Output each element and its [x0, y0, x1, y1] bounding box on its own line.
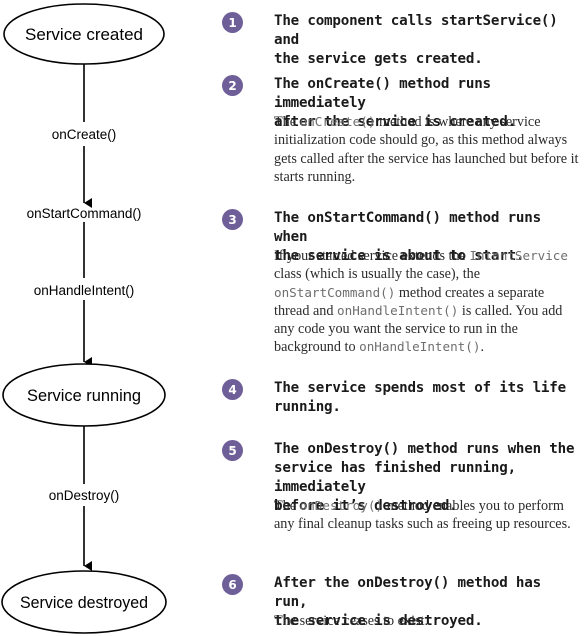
step-2-code: onCreate(): [299, 114, 376, 129]
step-3-text: method creates a separate thread and: [274, 284, 545, 319]
step-6-text: The service ceases to exist.: [274, 613, 429, 629]
state-created-ellipse: [3, 3, 165, 65]
state-created-label: Service created: [25, 25, 143, 44]
method-oncreate-label: onCreate(): [52, 127, 117, 142]
step-5-text: method enables you to perform any final …: [274, 498, 571, 533]
step-3-heading: The onStartCommand() method runs when th…: [274, 210, 541, 264]
state-destroyed-ellipse: [1, 570, 167, 634]
step-1-heading: The component calls startService() and t…: [274, 13, 558, 67]
step-6-heading: After the onDestroy() method has run, th…: [274, 575, 541, 629]
lifecycle-diagram: Service created Service running Service …: [1, 3, 167, 634]
step-2-text: method is where any service initializati…: [274, 114, 579, 185]
step-1-number-badge: 1: [222, 12, 243, 33]
step-3-code: onHandleIntent(): [337, 302, 459, 318]
step-5-text: The: [274, 498, 300, 514]
step-3-text: If your started service extends the: [274, 248, 470, 264]
step-6-number-badge: 6: [222, 574, 243, 595]
step-6-description: The service ceases to exist.: [274, 612, 582, 630]
method-ondestroy-label: onDestroy(): [49, 488, 120, 503]
step-5-description: The onDestroy() method enables you to pe…: [274, 497, 582, 534]
step-3-description: If your started service extends the Inte…: [274, 247, 582, 357]
step-3-number-badge: 3: [222, 209, 243, 230]
step-2-description: The onCreate() method is where any servi…: [274, 113, 582, 186]
step-3-text: is called. You add any code you want the…: [274, 302, 563, 356]
step-2-number-badge: 2: [222, 75, 243, 96]
state-destroyed-label: Service destroyed: [20, 593, 148, 612]
method-onhandleintent-label: onHandleIntent(): [34, 283, 135, 298]
step-5-code: onDestroy(): [299, 498, 384, 513]
step-3-code: onStartCommand(): [274, 284, 396, 300]
step-4-heading: The service spends most of its life runn…: [274, 380, 566, 415]
step-3-code: onHandleIntent(): [359, 339, 481, 355]
step-3-text: .: [480, 339, 484, 356]
state-running-ellipse: [2, 363, 166, 427]
method-onstartcommand-label: onStartCommand(): [27, 206, 142, 221]
step-4-number-badge: 4: [222, 379, 243, 400]
state-running-label: Service running: [27, 386, 141, 405]
step-5-number-badge: 5: [222, 440, 243, 461]
step-2-text: The: [274, 114, 300, 130]
step-5-heading: The onDestroy() method runs when the ser…: [274, 441, 575, 514]
step-3-code: IntentService: [469, 248, 568, 263]
step-2-heading: The onCreate() method runs immediately a…: [274, 76, 516, 130]
step-3-text: class (which is usually the case), the: [274, 266, 481, 283]
